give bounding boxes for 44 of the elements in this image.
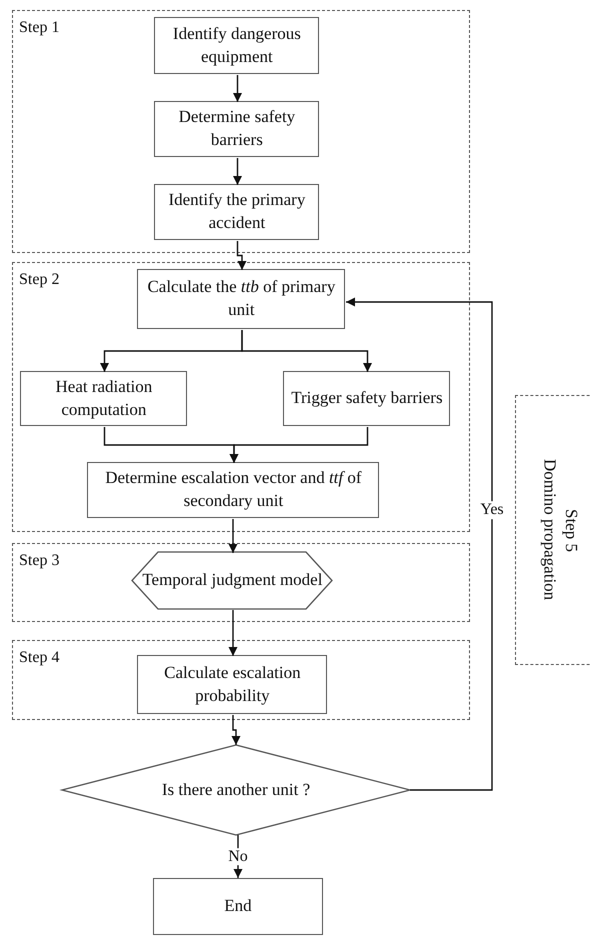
- process-box: [154, 184, 320, 240]
- process-box: [154, 17, 320, 74]
- box-label: Determine escalation vector and ttf of secondary unit: [104, 467, 363, 512]
- edge-label: No: [227, 848, 249, 866]
- process-box: [137, 269, 346, 330]
- process-box: [87, 462, 380, 518]
- arrow: [346, 298, 493, 791]
- process-box: [153, 878, 323, 935]
- arrow: [233, 75, 242, 102]
- step-group: [12, 262, 470, 532]
- arrow: [228, 519, 238, 553]
- step-label: Step 1: [19, 19, 60, 37]
- step-label: Step 5: [560, 508, 582, 552]
- step-label: Step 2: [19, 271, 60, 289]
- step-group: [12, 543, 470, 622]
- step-group: [12, 640, 470, 720]
- step-group: [515, 395, 591, 665]
- box-label: Is there another unit ?: [162, 778, 310, 801]
- box-label: Identify dangerous equipment: [172, 22, 302, 68]
- decision-diamond: [62, 745, 410, 835]
- arrow: [232, 715, 240, 745]
- arrow: [241, 330, 372, 372]
- box-label: Calculate escalation probability: [163, 662, 302, 707]
- box-label: Trigger safety barriers: [291, 387, 443, 410]
- box-label: Determine safety barriers: [178, 106, 296, 152]
- process-box: [154, 101, 320, 158]
- arrow: [228, 610, 238, 656]
- process-box: [137, 655, 328, 714]
- edge-label: Yes: [479, 501, 505, 519]
- arrow: [233, 158, 242, 185]
- arrow: [236, 241, 246, 270]
- box-label: End: [224, 895, 252, 918]
- process-box: [283, 371, 450, 426]
- process-box: [20, 371, 188, 426]
- step-label: Step 4: [19, 649, 60, 667]
- box-label: Heat radiation computation: [54, 376, 154, 421]
- arrow: [230, 427, 368, 463]
- step-group: [12, 10, 470, 253]
- step-label: Step 3: [19, 552, 60, 570]
- preparation-hexagon: [132, 552, 332, 610]
- box-label: Temporal judgment model: [142, 569, 322, 592]
- box-label: Calculate the ttb of primary unit: [146, 276, 336, 322]
- step-title: Domino propagation: [540, 459, 560, 601]
- box-label: Identify the primary accident: [167, 189, 306, 234]
